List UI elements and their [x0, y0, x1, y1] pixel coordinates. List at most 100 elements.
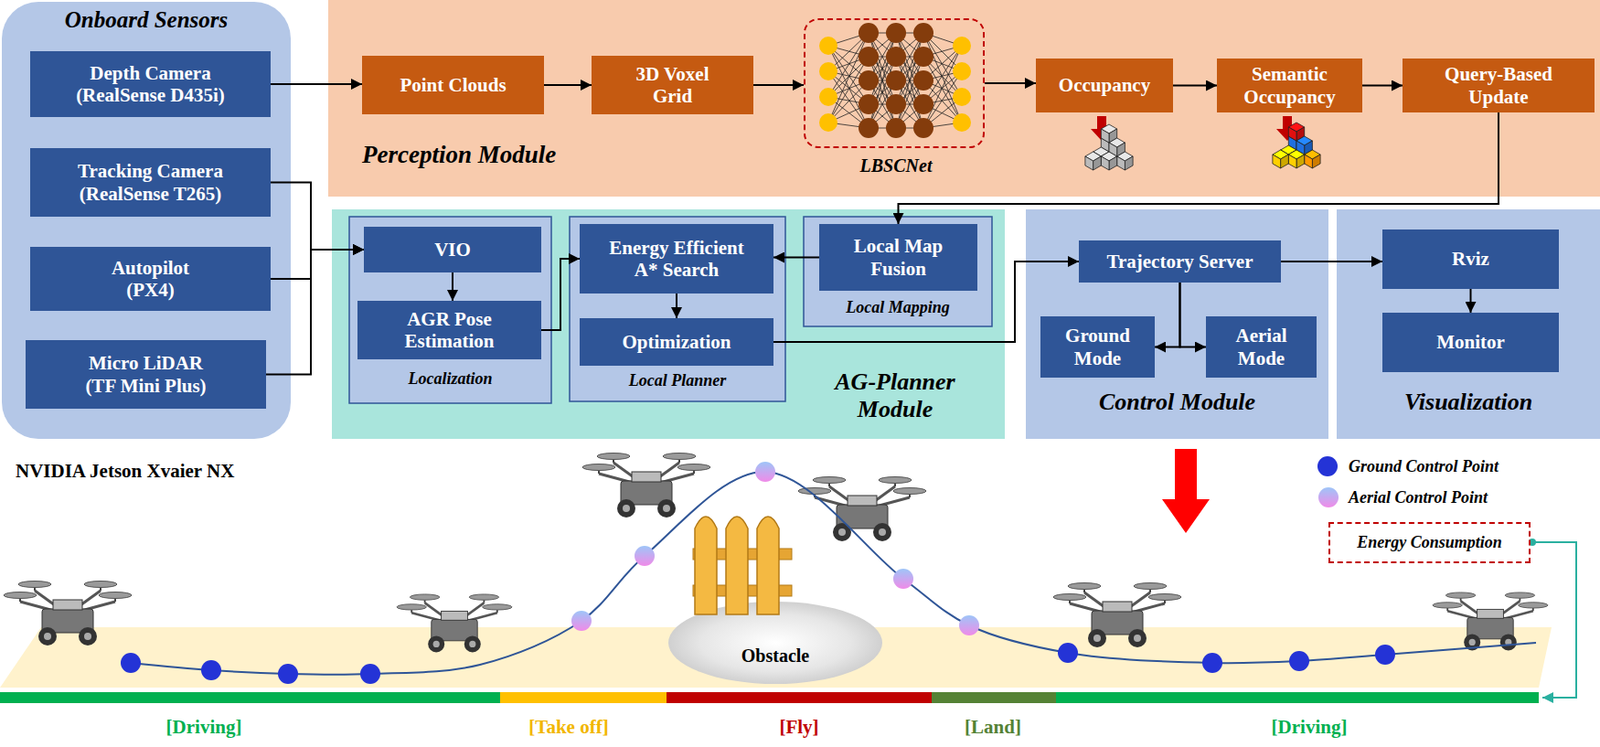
process-box: Micro LiDAR (TF Mini Plus): [25, 340, 267, 409]
fence-obstacle: [693, 516, 792, 615]
connector-arrow: [773, 256, 820, 259]
box-label: Point Clouds: [399, 74, 506, 96]
connector-arrow: [1470, 288, 1472, 313]
phase-bar: [1056, 692, 1539, 704]
phase-bar: [500, 692, 667, 704]
box-label: Query-Based Update: [1429, 63, 1568, 107]
connector-arrow: [266, 249, 364, 375]
legend-swatch: [1317, 456, 1338, 477]
group-panel: LBSCNet: [803, 18, 985, 149]
aerial-control-point: [959, 615, 980, 636]
group-panel: Onboard SensorsDepth Camera (RealSense D…: [1, 1, 291, 439]
connector-arrow: [1180, 282, 1207, 348]
group-panel: Local PlannerEnergy Efficient A* SearchO…: [569, 216, 786, 402]
process-box: Occupancy: [1035, 58, 1174, 113]
connector-arrow: [1154, 282, 1181, 348]
box-label: Ground Mode: [1056, 324, 1140, 369]
group-panel: VisualizationRvizMonitor: [1336, 209, 1600, 439]
process-box: 3D Voxel Grid: [591, 55, 754, 115]
panel-ground: [349, 216, 552, 404]
box-label: Energy Consumption: [1356, 533, 1503, 553]
panel-ground: [569, 216, 786, 402]
connector-arrow: [544, 84, 592, 86]
group-panel: Local MappingLocal Map Fusion: [803, 216, 992, 327]
box-label: AGR Pose Estimation: [390, 308, 510, 352]
process-box: Rviz: [1382, 229, 1559, 289]
process-box: Semantic Occupancy: [1216, 58, 1363, 113]
vehicle-figure: [396, 594, 512, 652]
connector-arrow: [270, 83, 363, 86]
panel-ground: [1025, 209, 1329, 439]
connector-arrow: [1280, 260, 1383, 263]
vehicle-figure: [582, 453, 711, 519]
phase-bar: [666, 692, 932, 704]
panel-heading: Control Module: [1025, 388, 1329, 416]
connector-arrow: [541, 258, 580, 331]
process-box: AGR Pose Estimation: [357, 300, 542, 360]
platform-label: NVIDIA Jetson Xvaier NX: [15, 459, 235, 483]
phase-bar: [931, 692, 1056, 704]
panel-heading: AG-Planner Module: [812, 368, 978, 424]
vehicle-figure: [1053, 583, 1182, 649]
box-label: Tracking Camera (RealSense T265): [56, 160, 245, 204]
ground-control-point: [1057, 642, 1078, 663]
group-panel: Control Module Trajectory ServerGround Mo…: [1025, 209, 1329, 439]
process-box: Energy Efficient A* Search: [579, 224, 774, 294]
process-box: VIO: [363, 226, 542, 273]
panel-ground: [1, 1, 291, 439]
phase-label: [Take off]: [528, 715, 608, 739]
voxel-icon: [1272, 122, 1321, 169]
legend-entry: Aerial Control Point: [1317, 486, 1488, 509]
connector-arrow: [675, 293, 678, 319]
process-box: Point Clouds: [362, 55, 544, 115]
phase-label: [Fly]: [778, 715, 819, 739]
box-label: Autopilot (PX4): [100, 256, 202, 301]
ground-control-point: [201, 660, 222, 681]
panel-heading: LBSCNet: [805, 155, 987, 177]
group-panel: Localization VIO AGR Pose Estimation: [349, 216, 552, 404]
panel-heading: Onboard Sensors: [1, 7, 291, 34]
box-label: Depth Camera (RealSense D435i): [56, 62, 245, 107]
box-label: Semantic Occupancy: [1235, 63, 1345, 107]
panel-ground: [803, 216, 992, 327]
box-label: VIO: [434, 238, 471, 261]
process-box: Energy Consumption: [1328, 522, 1531, 564]
connector-arrow: [898, 112, 1500, 224]
legend-label: Aerial Control Point: [1348, 488, 1488, 508]
flow-arrow: [1162, 448, 1210, 534]
aerial-control-point: [571, 610, 592, 631]
energy-leader: [1530, 542, 1577, 698]
phase-bar: [0, 692, 501, 704]
box-label: Micro LiDAR (TF Mini Plus): [77, 352, 215, 396]
panel-ground: [331, 209, 1005, 439]
legend-sample: [1318, 487, 1339, 508]
vehicle-figure: [1432, 592, 1548, 651]
ground-control-point: [277, 663, 299, 684]
group-panel: Perception Module Point Clouds 3D Voxel Gr…: [328, 0, 1600, 197]
neural-net-icon: [819, 22, 971, 139]
box-label: Occupancy: [1058, 74, 1151, 96]
aerial-control-point: [634, 545, 655, 566]
box-label: Aerial Mode: [1220, 324, 1303, 369]
box-label: Optimization: [622, 330, 732, 353]
group-panel: AG-Planner Module Localization VIO AGR Pose…: [331, 209, 1005, 439]
box-label: 3D Voxel Grid: [627, 63, 719, 107]
connector-arrow: [270, 182, 364, 251]
box-label: Monitor: [1436, 330, 1505, 353]
panel-ground: [1336, 209, 1600, 439]
process-box: Trajectory Server: [1078, 240, 1281, 283]
panel-heading: Localization: [349, 369, 552, 389]
ground-control-point: [1202, 652, 1223, 673]
legend-label: Ground Control Point: [1348, 457, 1499, 477]
connector-arrow: [753, 84, 804, 86]
aerial-control-point: [893, 568, 914, 589]
process-box: Depth Camera (RealSense D435i): [30, 51, 271, 118]
phase-label: [Driving]: [166, 715, 243, 739]
phase-label: [Land]: [964, 715, 1022, 739]
box-label: Rviz: [1451, 247, 1490, 270]
box-label: Energy Efficient A* Search: [589, 236, 764, 281]
panel-heading: Perception Module: [362, 140, 655, 170]
vehicle-figure: [798, 477, 927, 543]
process-box: Local Map Fusion: [819, 224, 978, 291]
